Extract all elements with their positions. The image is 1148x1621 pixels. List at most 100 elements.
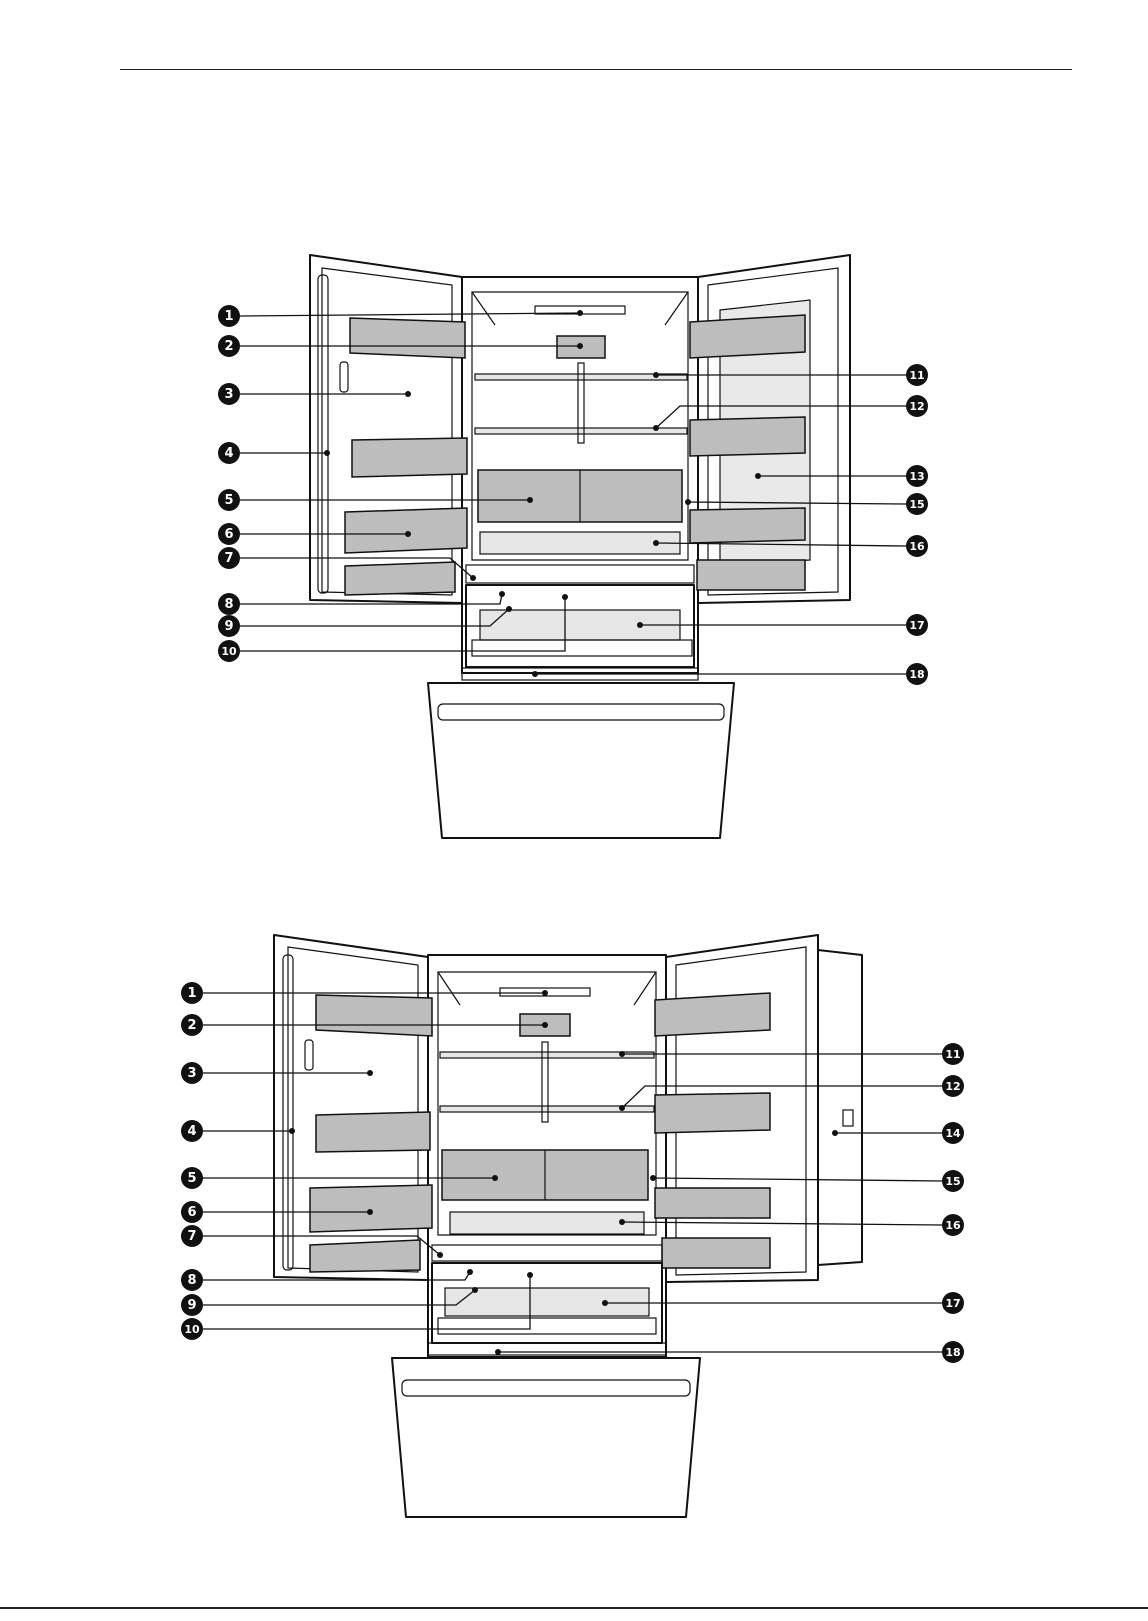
door-bin [316, 1112, 430, 1152]
leader-dot [602, 1300, 608, 1306]
callout-number-badge: 9 [181, 1294, 203, 1316]
callout-number-badge: 17 [906, 614, 928, 636]
callout-number-badge: 5 [218, 489, 240, 511]
door-bin [350, 318, 465, 358]
leader-dot [492, 1175, 498, 1181]
leader-dot [367, 1070, 373, 1076]
callout-number: 7 [224, 551, 233, 566]
leader-dot [467, 1269, 473, 1275]
diagram-top-refrigerator [310, 255, 850, 838]
callout-number-badge: 17 [942, 1292, 964, 1314]
callout-number-badge: 12 [906, 395, 928, 417]
callout-number-badge: 18 [942, 1341, 964, 1363]
leader-dot [437, 1252, 443, 1258]
leader-dot [619, 1105, 625, 1111]
leader-dot [685, 499, 691, 505]
callout-number: 1 [187, 986, 196, 1001]
leader-dot [650, 1175, 656, 1181]
callout-number: 14 [945, 1127, 961, 1140]
callout-number: 11 [909, 369, 924, 382]
callout-number: 10 [221, 645, 237, 658]
door-bin [690, 508, 805, 543]
door-bin [310, 1240, 420, 1272]
callout-number-badge: 3 [218, 383, 240, 405]
callout-number-badge: 6 [181, 1201, 203, 1223]
leader-dot [527, 1272, 533, 1278]
callout-number: 9 [187, 1298, 196, 1313]
door-bin [352, 438, 467, 477]
leader-dot [619, 1051, 625, 1057]
callout-number: 5 [224, 493, 233, 508]
callout-number: 1 [224, 309, 233, 324]
callout-number-badge: 14 [942, 1122, 964, 1144]
callout-number-badge: 16 [942, 1214, 964, 1236]
callout-number: 3 [187, 1066, 196, 1081]
leader-dot [653, 425, 659, 431]
door-bin [690, 315, 805, 358]
leader-dot [405, 531, 411, 537]
callout-number: 8 [187, 1273, 196, 1288]
callout-number: 13 [909, 470, 924, 483]
callout-number: 18 [945, 1346, 960, 1359]
leader-dot [532, 671, 538, 677]
callout-number: 16 [945, 1219, 961, 1232]
leader-dot [562, 594, 568, 600]
callout-number: 6 [224, 527, 233, 542]
callout-number: 15 [909, 498, 924, 511]
leader-dot [542, 1022, 548, 1028]
door-bin [345, 562, 455, 595]
callout-number-badge: 15 [906, 493, 928, 515]
callout-number: 3 [224, 387, 233, 402]
leader-dot [755, 473, 761, 479]
leader-dot [527, 497, 533, 503]
callout-number: 11 [945, 1048, 960, 1061]
door-bin [690, 417, 805, 456]
callout-number: 8 [224, 597, 233, 612]
leader-dot [324, 450, 330, 456]
door-bin [310, 1185, 432, 1232]
callout-number-badge: 5 [181, 1167, 203, 1189]
callout-number-badge: 2 [218, 335, 240, 357]
glide-n-serve-drawer [450, 1212, 644, 1234]
door-bin [655, 1093, 770, 1133]
callout-number-badge: 7 [218, 547, 240, 569]
callout-number-badge: 10 [218, 640, 240, 662]
door-bin [697, 560, 805, 590]
door-bin [662, 1238, 770, 1268]
callout-number: 12 [945, 1080, 960, 1093]
callout-number: 17 [909, 619, 924, 632]
callout-number: 4 [224, 446, 233, 461]
callout-number: 6 [187, 1205, 196, 1220]
callout-number: 16 [909, 540, 925, 553]
callout-number: 2 [224, 339, 233, 354]
callout-number-badge: 6 [218, 523, 240, 545]
freezer-drawer [392, 1358, 700, 1517]
callout-number: 7 [187, 1229, 196, 1244]
callout-number-badge: 16 [906, 535, 928, 557]
callout-number-badge: 2 [181, 1014, 203, 1036]
door-bin [655, 1188, 770, 1218]
leader-dot [637, 622, 643, 628]
callout-number: 2 [187, 1018, 196, 1033]
leader-dot [653, 540, 659, 546]
callout-number: 5 [187, 1171, 196, 1186]
leader-dot [367, 1209, 373, 1215]
leader-dot [499, 591, 505, 597]
leader-dot [577, 310, 583, 316]
callout-number-badge: 1 [218, 305, 240, 327]
callout-number: 12 [909, 400, 924, 413]
callout-number-badge: 13 [906, 465, 928, 487]
leader-dot [619, 1219, 625, 1225]
freezer-drawer [428, 683, 734, 838]
door-bin [345, 508, 467, 553]
callout-number-badge: 8 [218, 593, 240, 615]
leader-dot [506, 606, 512, 612]
callout-number-badge: 10 [181, 1318, 203, 1340]
callout-number-badge: 9 [218, 615, 240, 637]
callout-number-badge: 3 [181, 1062, 203, 1084]
callout-number-badge: 15 [942, 1170, 964, 1192]
leader-dot [653, 372, 659, 378]
callout-number-badge: 12 [942, 1075, 964, 1097]
callout-number: 4 [187, 1124, 196, 1139]
